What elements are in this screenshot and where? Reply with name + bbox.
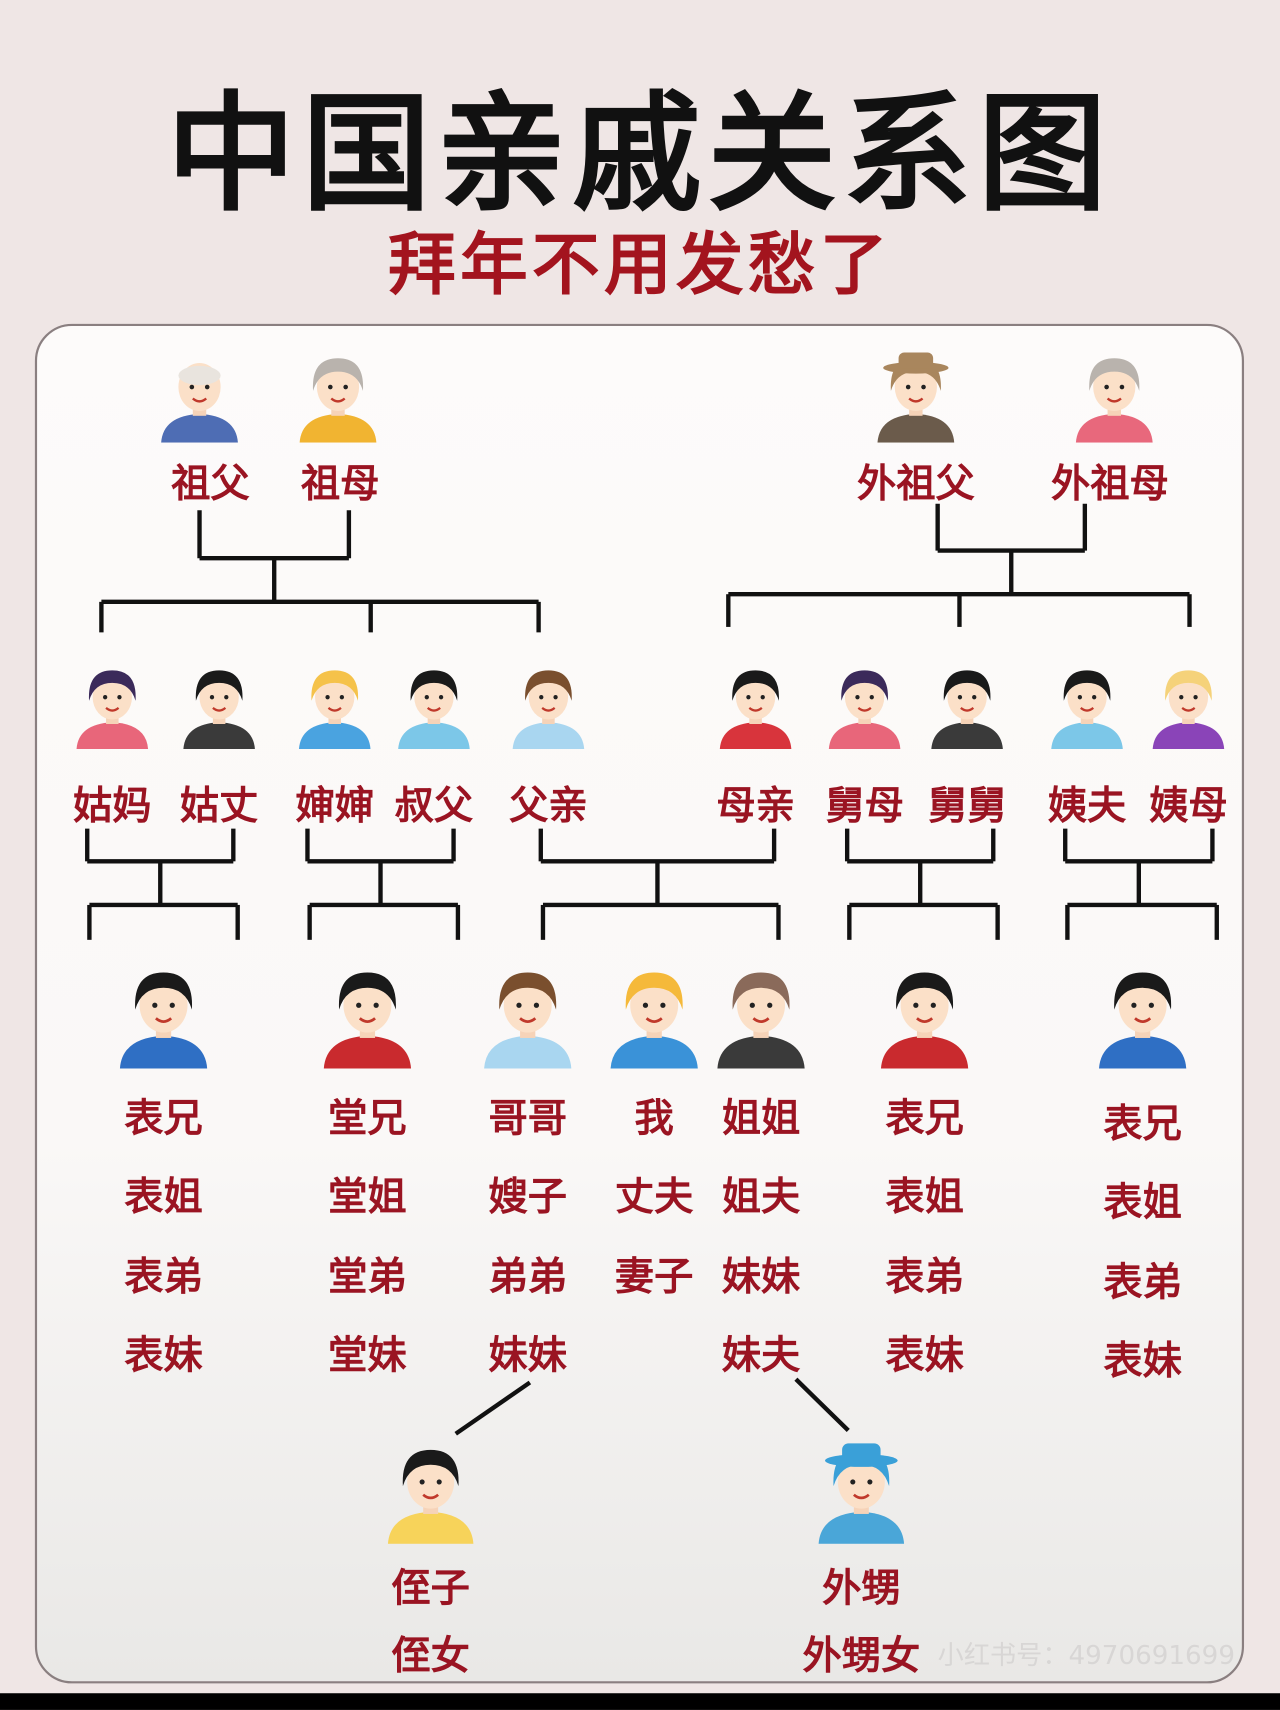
sibling-cousin-avatar (109, 959, 218, 1072)
relative-label: 表兄 (885, 1095, 964, 1142)
parent-label: 舅母 (825, 782, 904, 829)
person-icon (299, 358, 377, 443)
relative-label: 堂弟 (328, 1253, 407, 1300)
person-icon (1051, 670, 1123, 750)
parent-label: 叔父 (394, 782, 474, 829)
grandparent-avatar (290, 347, 386, 447)
relative-label: 表弟 (885, 1253, 964, 1300)
person-icon (183, 670, 255, 750)
relative-label: 姐姐 (721, 1095, 801, 1142)
parent-avatar (820, 660, 909, 754)
relative-label: 妹妹 (488, 1332, 567, 1379)
person-icon (161, 363, 238, 443)
person-icon (512, 670, 585, 750)
grandparent-label: 外祖父 (856, 461, 975, 507)
relative-label: 我 (634, 1095, 674, 1142)
grandparent-label: 祖母 (300, 461, 380, 507)
parent-avatar (504, 660, 593, 754)
child-avatar (808, 1437, 915, 1548)
relative-label: 表姐 (1103, 1179, 1182, 1226)
grandparent-avatar (152, 347, 248, 447)
parent-label: 姨母 (1149, 782, 1228, 829)
sibling-cousin-avatar (313, 959, 422, 1072)
sibling-cousin-avatar (600, 959, 709, 1072)
bottom-bar (0, 1693, 1280, 1710)
relative-label: 丈夫 (614, 1174, 694, 1221)
relative-label: 妻子 (614, 1253, 694, 1300)
person-icon (298, 670, 371, 750)
sibling-cousin-avatar (1088, 959, 1197, 1072)
relative-label: 表妹 (1103, 1337, 1182, 1384)
grandparent-avatar (1066, 347, 1162, 447)
parent-label: 舅舅 (927, 782, 1007, 829)
connector-line (454, 1380, 532, 1436)
relative-label: 堂妹 (328, 1332, 407, 1379)
watermark: 小红书号：4970691699 (937, 1639, 1235, 1671)
relative-label: 表兄 (1103, 1101, 1182, 1147)
relative-label: 表弟 (124, 1253, 203, 1300)
parent-avatar (922, 660, 1011, 754)
person-icon (717, 972, 805, 1069)
parent-avatar (1042, 660, 1131, 754)
child-label: 外甥女 (802, 1633, 921, 1680)
person-icon (931, 670, 1003, 750)
person-icon (387, 1449, 474, 1544)
person-icon (398, 670, 470, 750)
sibling-cousin-avatar (870, 959, 979, 1072)
parent-label: 父亲 (509, 782, 588, 829)
person-icon (828, 670, 901, 750)
person-icon (877, 352, 955, 443)
child-avatar (377, 1437, 484, 1548)
parent-avatar (1144, 660, 1233, 754)
person-icon (1152, 670, 1225, 750)
sibling-cousin-avatar (707, 959, 816, 1072)
page-subtitle: 拜年不用发愁了 (388, 224, 892, 305)
grandparent-label: 祖父 (171, 461, 250, 507)
relative-label: 表妹 (885, 1332, 964, 1379)
relative-label: 姐夫 (721, 1174, 801, 1221)
relative-label: 表兄 (124, 1095, 203, 1142)
page-title: 中国亲戚关系图 (166, 77, 1114, 229)
person-icon (1099, 972, 1187, 1069)
child-label: 侄女 (391, 1633, 470, 1680)
person-icon (818, 1443, 905, 1544)
child-label: 外甥 (822, 1565, 901, 1612)
grandparent-label: 外祖母 (1051, 461, 1169, 507)
relative-label: 妹妹 (721, 1253, 801, 1300)
parent-avatar (174, 660, 263, 754)
relative-label: 表弟 (1103, 1259, 1182, 1306)
relative-label: 表姐 (885, 1174, 964, 1221)
person-icon (76, 670, 149, 750)
relative-label: 堂兄 (328, 1095, 407, 1142)
parent-label: 姑妈 (73, 782, 152, 829)
parent-label: 母亲 (716, 782, 795, 829)
relative-label: 嫂子 (488, 1174, 567, 1221)
parent-avatar (389, 660, 478, 754)
relative-label: 表妹 (124, 1332, 203, 1379)
relative-label: 哥哥 (488, 1095, 567, 1142)
relative-label: 妹夫 (721, 1332, 801, 1379)
parent-label: 姑丈 (179, 782, 259, 829)
connector-line (794, 1377, 850, 1433)
grandparent-avatar (868, 347, 964, 447)
parent-avatar (68, 660, 157, 754)
parent-label: 姨夫 (1047, 782, 1127, 829)
relative-label: 表姐 (124, 1174, 203, 1221)
relative-label: 弟弟 (488, 1253, 567, 1300)
person-icon (719, 670, 792, 750)
parent-label: 婶婶 (295, 782, 374, 829)
person-icon (119, 972, 208, 1069)
person-icon (610, 972, 698, 1069)
parent-avatar (711, 660, 800, 754)
parent-avatar (290, 660, 379, 754)
person-icon (484, 972, 572, 1069)
person-icon (1075, 358, 1153, 443)
person-icon (880, 972, 969, 1069)
sibling-cousin-avatar (473, 959, 582, 1072)
relative-label: 堂姐 (328, 1174, 407, 1221)
person-icon (323, 972, 412, 1069)
child-label: 侄子 (391, 1565, 470, 1612)
